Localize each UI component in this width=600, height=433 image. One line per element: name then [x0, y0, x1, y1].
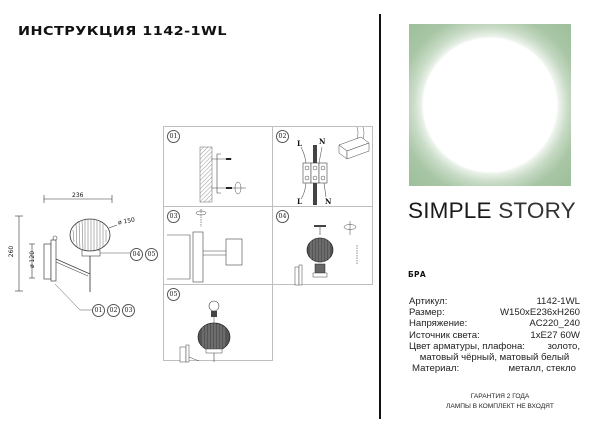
step-panel-01: 01: [163, 126, 273, 207]
step-panel-03: 03: [163, 206, 273, 285]
step-panel-02: 02 L N L N: [272, 126, 373, 207]
brand-name-bold: SIMPLE: [408, 198, 492, 223]
step-number-03: 03: [167, 210, 180, 223]
wire-label-n-bottom: N: [325, 197, 332, 206]
spec-label: Источник света:: [409, 329, 480, 341]
callout-05: 05: [145, 248, 158, 261]
arm-assembly-illustration: [167, 209, 243, 283]
vertical-divider: [379, 14, 381, 419]
width-dimension-label: 236: [72, 192, 84, 199]
step-panel-05: 05: [163, 284, 273, 363]
spec-row-voltage: Напряжение: AC220_240: [409, 318, 580, 329]
logo-circle: [427, 41, 555, 169]
wire-label-n-top: N: [319, 137, 326, 146]
callout-01: 01: [92, 304, 105, 317]
spec-value: 1142-1WL: [536, 296, 580, 307]
base-dimension-label: ø 120: [29, 250, 37, 269]
callout-03: 03: [122, 304, 135, 317]
step-number-04: 04: [276, 210, 289, 223]
wiring-connection-illustration: [300, 126, 370, 205]
brand-name: SIMPLE STORY: [408, 198, 576, 224]
spec-row-article: Артикул: 1142-1WL: [409, 296, 580, 307]
shade-installation-illustration: [294, 221, 358, 286]
lamps-not-included-note: ЛАМПЫ В КОМПЛЕКТ НЕ ВХОДЯТ: [446, 402, 554, 410]
brand-name-light: STORY: [498, 198, 576, 223]
spec-row-size: Размер: W150xE236xH260: [409, 307, 580, 318]
wall-mounting-illustration: [199, 146, 246, 203]
product-specs: Артикул: 1142-1WL Размер: W150xE236xH260…: [409, 296, 580, 374]
spec-color-continued: матовый чёрный, матовый белый: [419, 352, 570, 364]
step-number-01: 01: [167, 130, 180, 143]
brand-logo-graphic: [409, 24, 571, 186]
step-number-02: 02: [276, 130, 289, 143]
product-category: БРА: [408, 270, 426, 279]
spec-value: W150xE236xH260: [500, 307, 580, 319]
step-number-05: 05: [167, 288, 180, 301]
page-title: ИНСТРУКЦИЯ 1142-1WL: [18, 23, 227, 38]
spec-label: Цвет арматуры, плафона:: [409, 340, 525, 352]
spec-label: Напряжение:: [409, 318, 468, 330]
dimension-drawing: 236 260 ø 120 ø 150 04 05 01 02 03: [0, 180, 160, 330]
wire-label-l-bottom: L: [297, 197, 302, 206]
spec-value: 1xE27 60W: [530, 329, 580, 341]
footer-notes: ГАРАНТИЯ 2 ГОДА ЛАМПЫ В КОМПЛЕКТ НЕ ВХОД…: [400, 392, 600, 411]
callout-02: 02: [107, 304, 120, 317]
spec-value: металл, стекло: [508, 363, 576, 375]
height-dimension-label: 260: [8, 245, 16, 258]
spec-row-material: Материал: металл, стекло: [409, 363, 580, 374]
callout-04: 04: [130, 248, 143, 261]
wall-lamp-dimension-illustration: [15, 195, 130, 311]
spec-row-light-source: Источник света: 1xE27 60W: [409, 330, 580, 341]
bulb-installation-illustration: [179, 300, 231, 363]
spec-value: золото,: [547, 340, 580, 352]
warranty-note: ГАРАНТИЯ 2 ГОДА: [470, 393, 530, 400]
spec-row-color: Цвет арматуры, плафона: золото,: [409, 341, 580, 352]
step-panel-04: 04: [272, 206, 373, 286]
spec-label: Материал:: [412, 363, 460, 375]
wire-label-l-top: L: [297, 139, 302, 148]
spec-value: AC220_240: [529, 318, 580, 330]
spec-label: Размер:: [409, 307, 445, 319]
spec-label: Артикул:: [409, 296, 448, 307]
